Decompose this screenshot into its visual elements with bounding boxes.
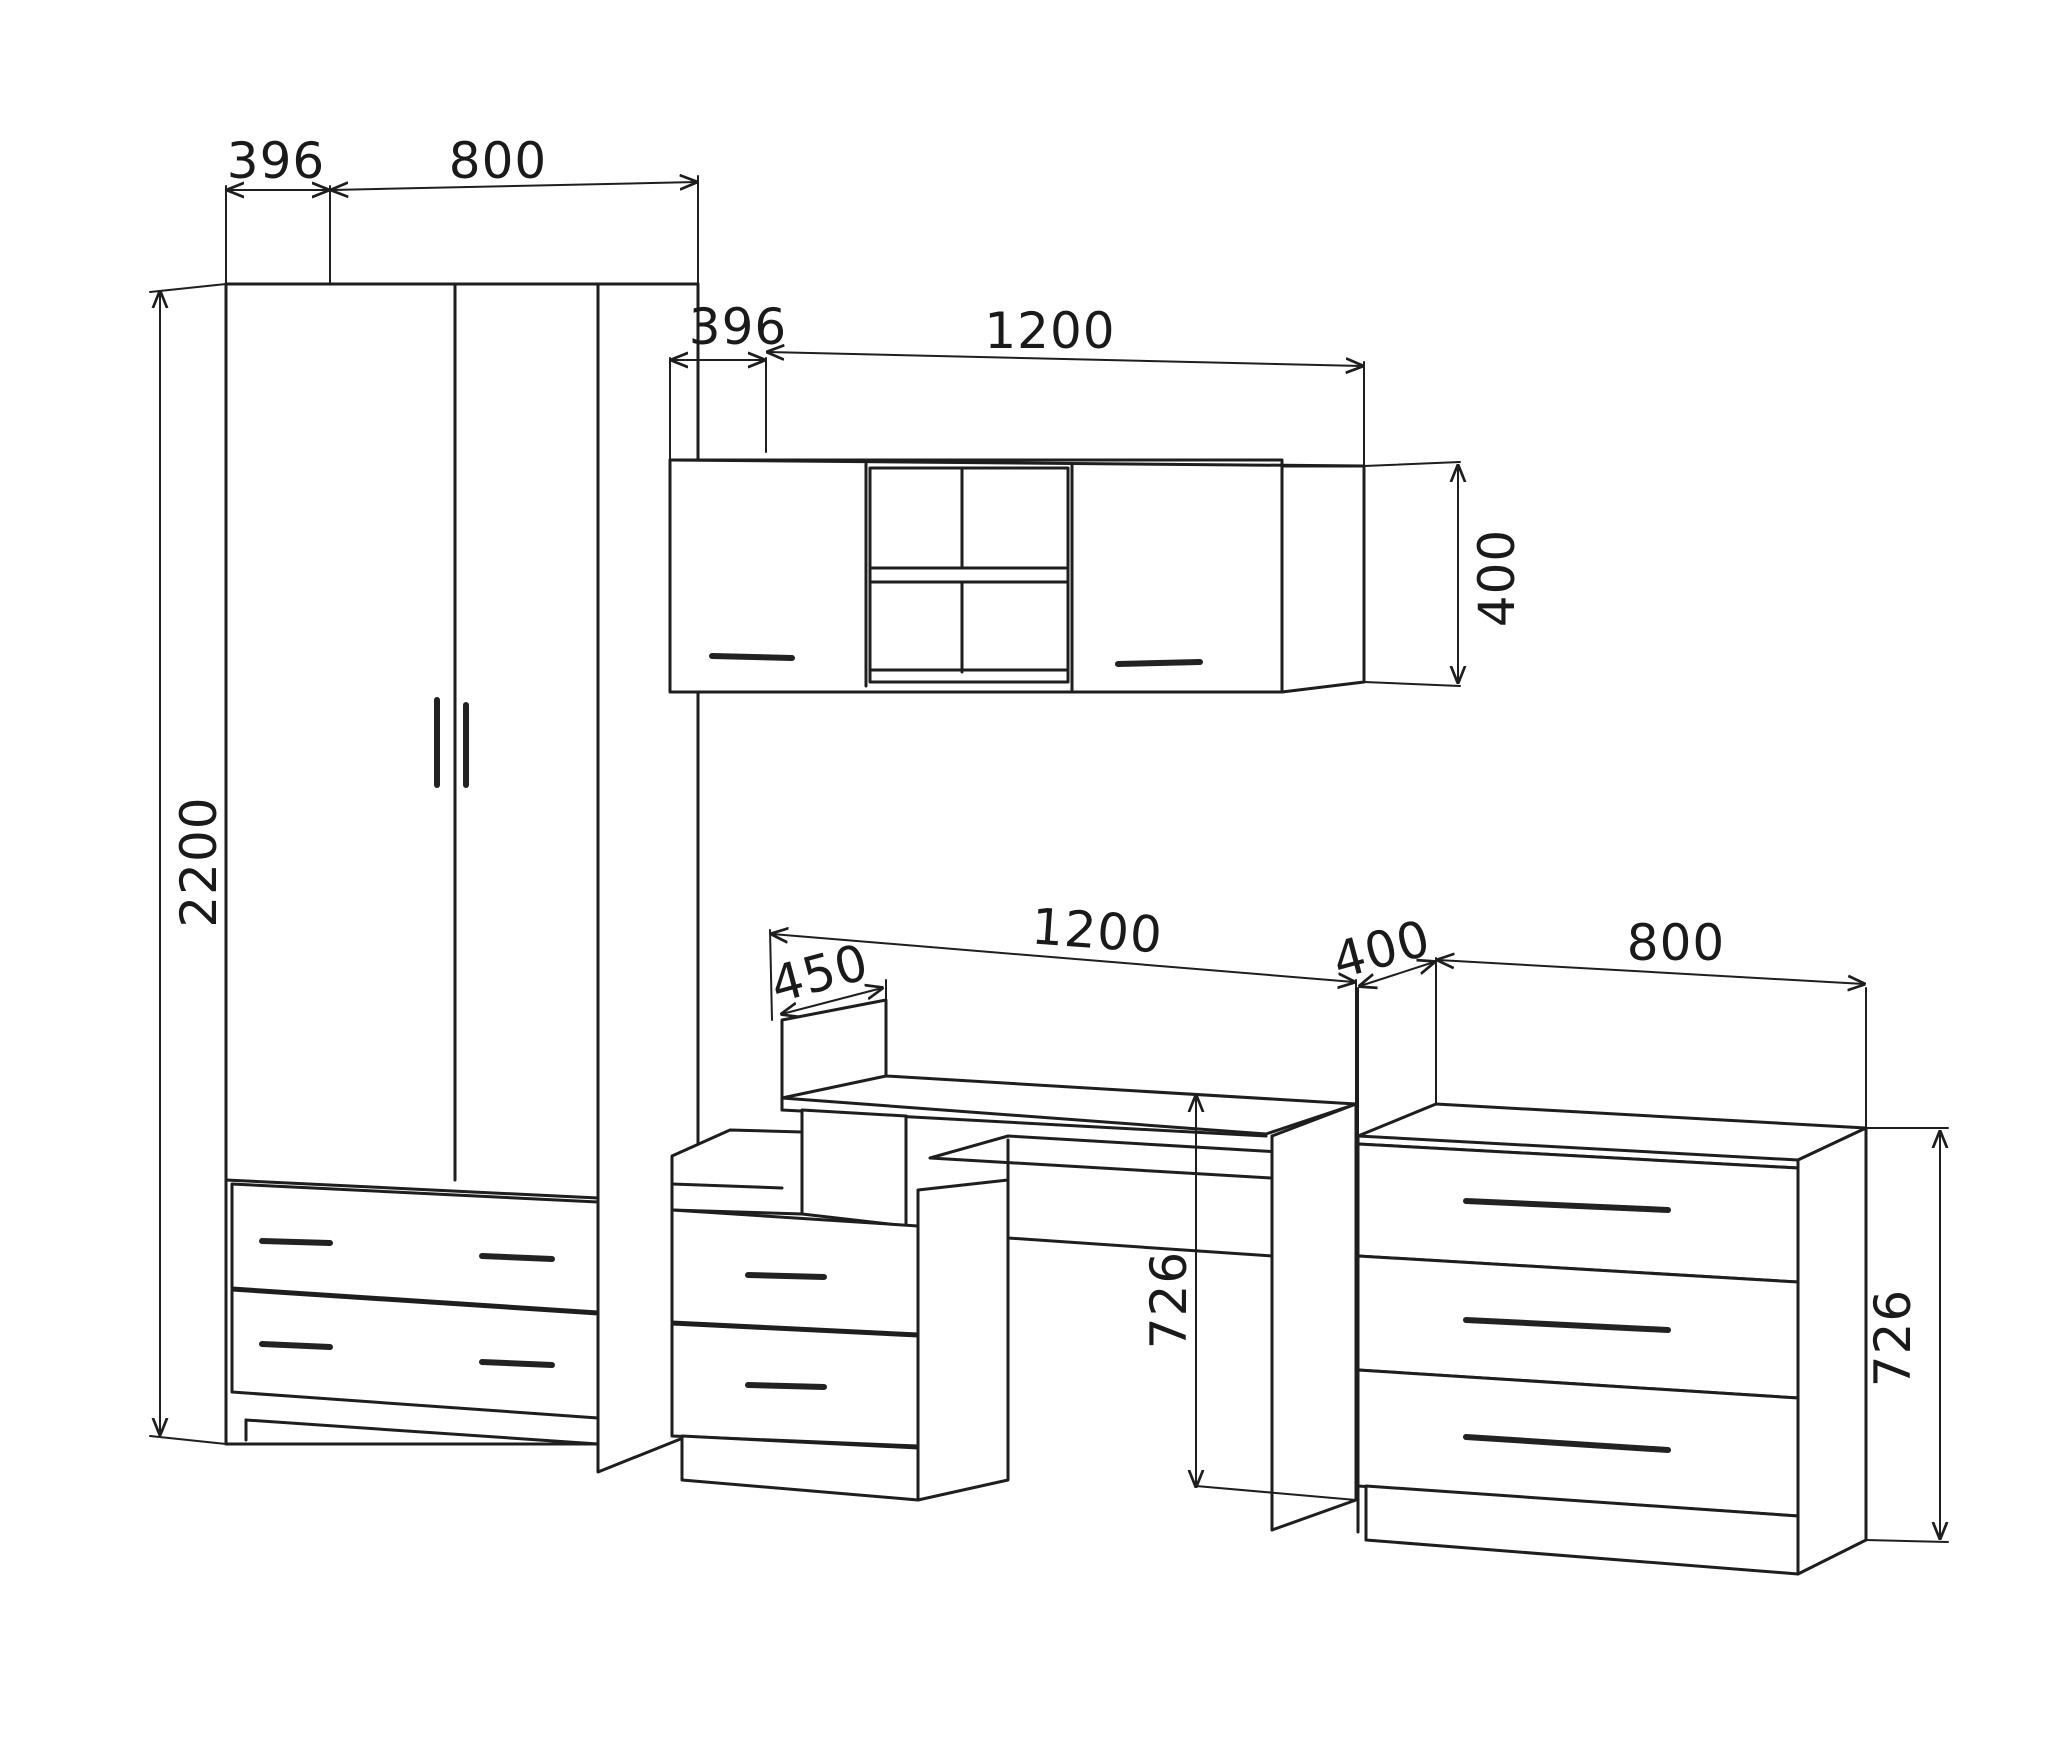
- drawer-handle-icon: [479, 1359, 555, 1368]
- wardrobe-depth-label: 396: [227, 132, 325, 190]
- wardrobe-dimensions: 396 800 2200: [149, 132, 699, 1445]
- drawer-handle-icon: [259, 1238, 333, 1246]
- wardrobe-drawer-1: [230, 1182, 600, 1314]
- wardrobe: [224, 282, 700, 1474]
- desk-drawer-handle-icon: [745, 1382, 827, 1390]
- wardrobe-drawer-2: [230, 1288, 600, 1420]
- desk-height-label: 726: [1140, 1251, 1198, 1349]
- drawer-handle-icon: [259, 1341, 333, 1350]
- wall-cabinet-depth-label: 396: [689, 298, 787, 356]
- dresser-side: [1796, 1126, 1868, 1576]
- desk-pedestal-side: [916, 1178, 1010, 1502]
- wall-door-handle-icon: [1115, 659, 1203, 667]
- wardrobe-height-label: 2200: [170, 796, 228, 927]
- desk-side-shelf: [670, 1128, 804, 1216]
- dresser-dimensions: 400 800 726: [1327, 909, 1949, 1543]
- dresser-drawer-handle-icon: [1463, 1198, 1671, 1213]
- dresser-height-label: 726: [1864, 1289, 1922, 1387]
- wall-cabinet-side: [1280, 464, 1366, 694]
- dresser-width-label: 800: [1627, 914, 1725, 972]
- desk: [670, 998, 1358, 1532]
- wardrobe-width-label: 800: [449, 132, 547, 190]
- desk-right-leg: [1270, 1102, 1358, 1532]
- desk-pedestal-niche: [800, 1108, 908, 1228]
- desk-width-label: 1200: [1030, 898, 1165, 965]
- dresser: [1356, 1102, 1868, 1576]
- dresser-plinth: [1364, 1484, 1800, 1576]
- desk-keyboard-shelf: [928, 1134, 1282, 1180]
- dresser-depth-label: 400: [1327, 909, 1437, 991]
- drawer-handle-icon: [479, 1253, 555, 1262]
- wall-cabinet-width-label: 1200: [984, 302, 1115, 360]
- wall-cabinet-height-label: 400: [1468, 529, 1526, 627]
- desk-shelf-depth-label: 450: [765, 933, 875, 1015]
- dresser-drawer-handle-icon: [1463, 1434, 1671, 1453]
- desk-drawer-1: [670, 1208, 920, 1336]
- wall-cabinet: [668, 458, 1366, 694]
- dresser-drawer-handle-icon: [1463, 1317, 1671, 1333]
- wall-door-handle-icon: [709, 653, 795, 661]
- wall-cabinet-dimensions: 396 1200 400: [669, 298, 1526, 687]
- desk-pedestal-plinth: [680, 1434, 920, 1502]
- wall-cabinet-niche: [868, 466, 1070, 684]
- desk-drawer-handle-icon: [745, 1272, 827, 1280]
